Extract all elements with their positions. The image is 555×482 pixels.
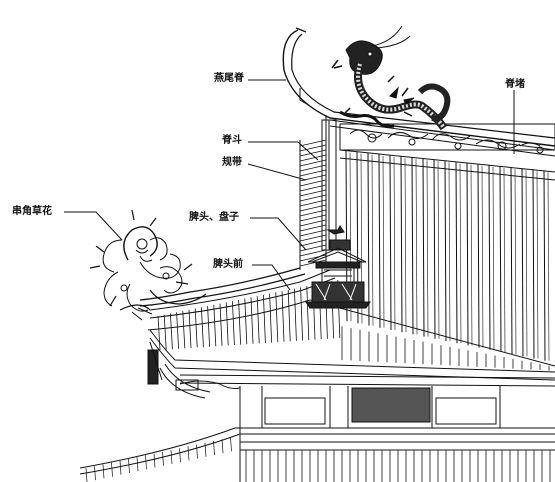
label-pitou-panzi: 脾头、盘子 [189, 212, 239, 223]
ridge-frieze [339, 123, 555, 154]
corner-stack [299, 115, 337, 270]
leader-lines [64, 79, 515, 291]
dragon-ornament [331, 25, 451, 131]
corner-flora [89, 209, 207, 321]
main-roof [119, 119, 555, 371]
label-chuanjiao-caohua: 串角草花 [12, 206, 52, 217]
ridge [282, 27, 555, 147]
label-jidou: 脊斗 [222, 135, 242, 146]
lower-roof [79, 427, 555, 482]
label-yanweiji: 燕尾脊 [214, 73, 244, 84]
label-pitouqian: 脾头前 [213, 259, 243, 270]
beams [147, 329, 555, 428]
ridge-end-ornament [305, 225, 371, 309]
label-jidu: 脊堵 [505, 79, 525, 90]
label-yandai: 规带 [222, 157, 242, 168]
